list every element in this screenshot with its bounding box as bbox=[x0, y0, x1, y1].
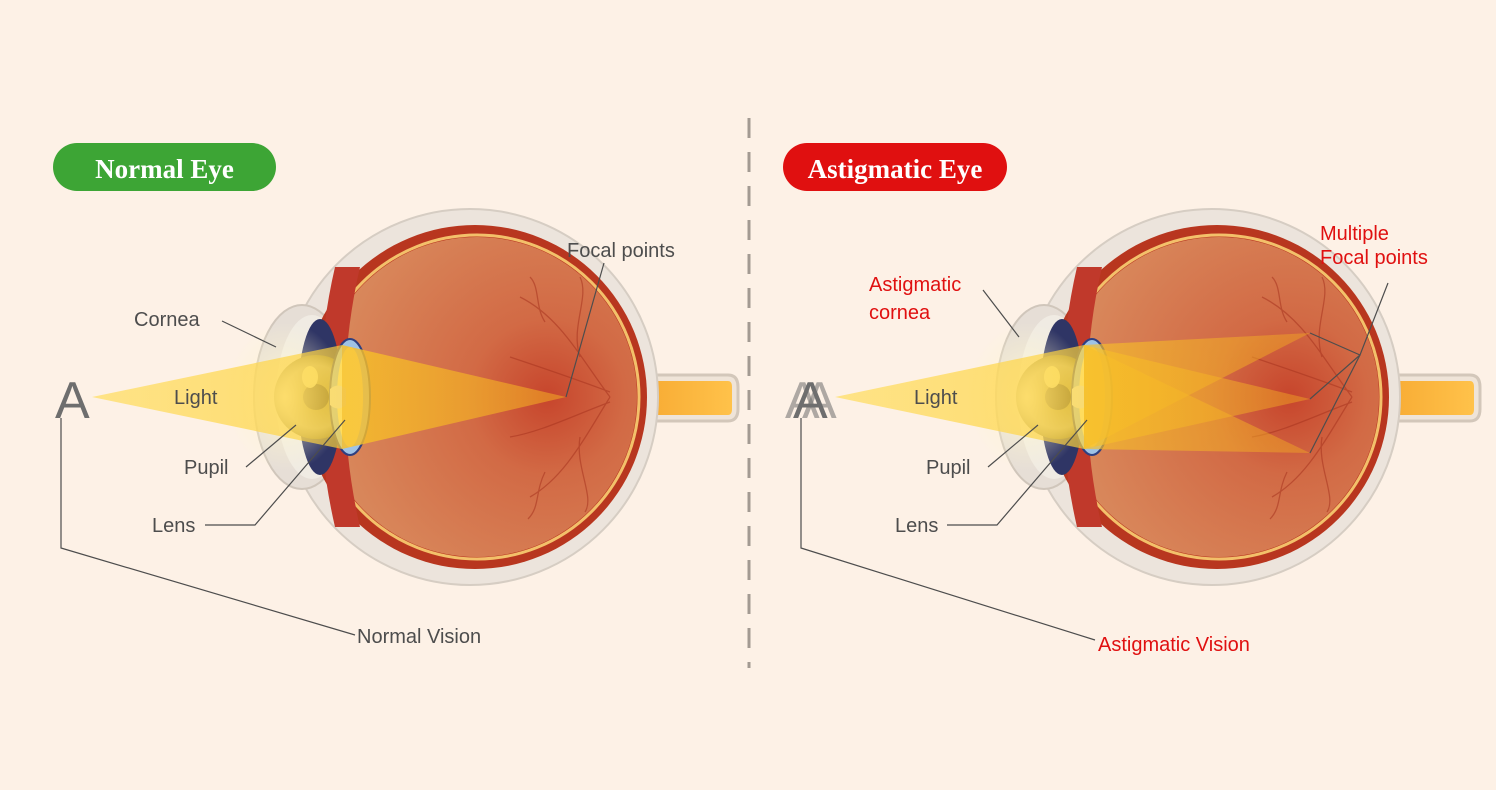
normal-eye-title: Normal Eye bbox=[95, 154, 234, 184]
astigmatic-eye-panel: Astigmatic Eye A A A Astigmatic cornea L… bbox=[783, 143, 1482, 656]
astigmatic-light-label: Light bbox=[914, 387, 958, 409]
astigmatic-lens-label: Lens bbox=[895, 515, 938, 537]
normal-light-rays bbox=[92, 322, 566, 472]
astigmatic-letter-a: A bbox=[793, 372, 828, 430]
normal-vision-label: Normal Vision bbox=[357, 626, 481, 648]
normal-focal-points-label: Focal points bbox=[567, 240, 675, 262]
normal-letter-a: A bbox=[55, 372, 90, 430]
astigmatic-cornea-label-line1: Astigmatic bbox=[869, 274, 961, 296]
normal-leader-lines bbox=[60, 262, 605, 636]
astigmatic-letter-a-group: A A A bbox=[785, 372, 837, 430]
astigmatic-light-rays bbox=[835, 322, 1310, 472]
astigmatic-cornea-label-line2: cornea bbox=[869, 302, 931, 324]
normal-cornea-label: Cornea bbox=[134, 309, 200, 331]
astigmatic-vision-label: Astigmatic Vision bbox=[1098, 634, 1250, 656]
astigmatic-focal-label-line1: Multiple bbox=[1320, 223, 1389, 245]
normal-light-label: Light bbox=[174, 387, 218, 409]
astigmatic-focal-label-line2: Focal points bbox=[1320, 247, 1428, 269]
astigmatic-letter-a-ghost-left: A bbox=[785, 372, 820, 430]
astigmatic-eye-title: Astigmatic Eye bbox=[808, 154, 983, 184]
astigmatic-letter-a-ghost-right: A bbox=[802, 372, 837, 430]
astigmatic-pupil-label: Pupil bbox=[926, 457, 970, 479]
normal-eye-panel: Normal Eye A Cornea Light Pupil Lens Foc… bbox=[53, 143, 740, 648]
astigmatic-leader-lines bbox=[800, 282, 1389, 641]
normal-lens-label: Lens bbox=[152, 515, 195, 537]
normal-pupil-label: Pupil bbox=[184, 457, 228, 479]
astigmatic-eye-title-pill bbox=[783, 143, 1007, 191]
normal-eye-title-pill bbox=[53, 143, 276, 191]
